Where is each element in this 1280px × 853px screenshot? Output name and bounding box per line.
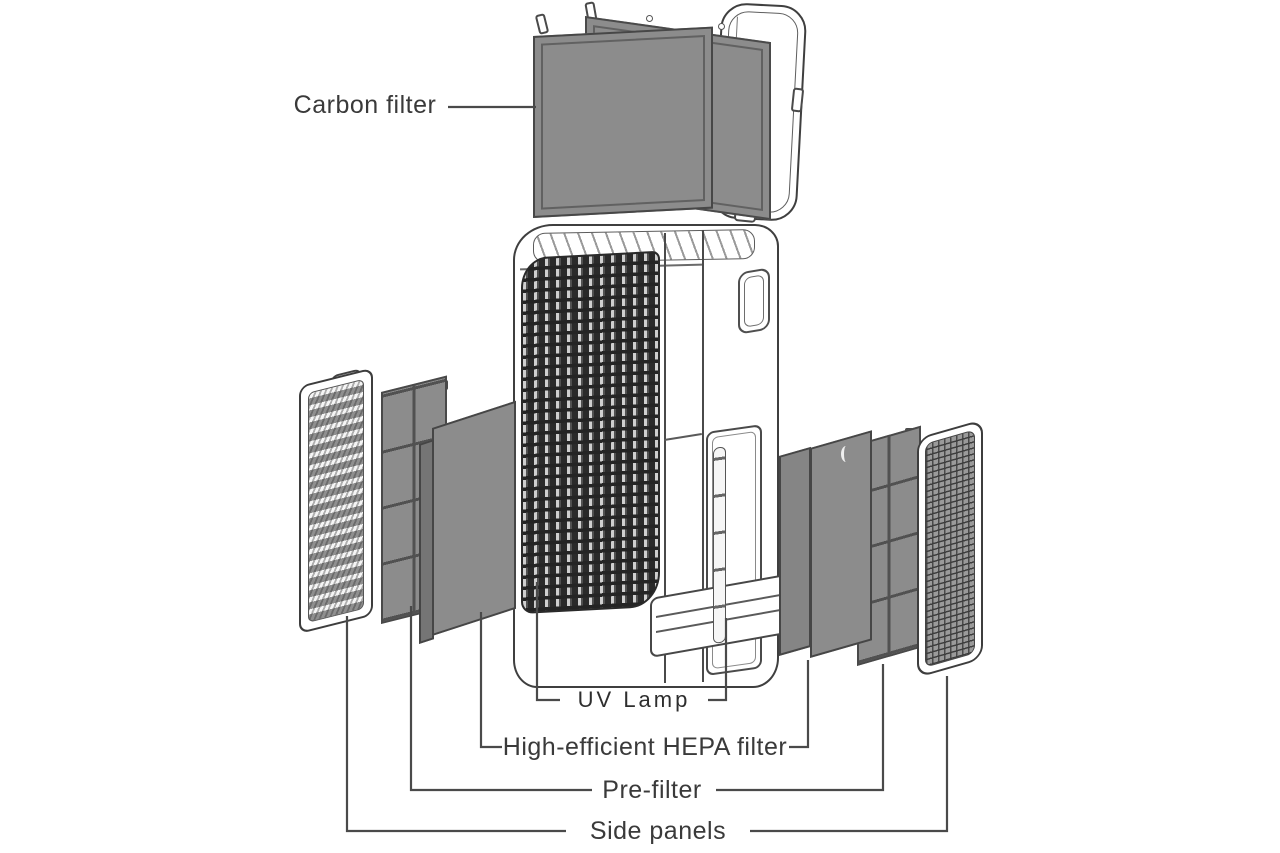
side-panel-left-louvers [308,378,364,623]
front-edge-seam [664,233,666,683]
leader-hepa-left [479,612,502,749]
label-uv-lamp: UV Lamp [577,687,691,712]
hepa-filter-left [432,400,516,636]
side-panel-right-mesh [925,429,975,668]
carbon-filter-hook [534,13,550,35]
hepa-filter-right-side [779,446,811,656]
label-side-panels: Side panels [589,817,727,845]
side-panel-left [299,367,373,634]
carbon-filter-frame-line [541,34,705,210]
front-air-grille [521,250,660,614]
hepa-filter-right [810,430,872,658]
side-panel-right [917,419,983,678]
side-edge-seam [702,230,704,682]
label-pre-filter: Pre-filter [602,776,702,804]
leader-hepa-right [789,660,810,749]
carbon-filter-front-panel [533,26,713,218]
label-carbon-filter: Carbon filter [293,91,437,119]
lid-screw-icon [646,15,653,22]
carry-handle [738,267,770,335]
lid-screw-icon [718,23,725,30]
uv-lamp-tube [713,446,726,644]
hepa-filter-notch [841,446,851,462]
label-hepa-filter: High-efficient HEPA filter [502,733,788,761]
